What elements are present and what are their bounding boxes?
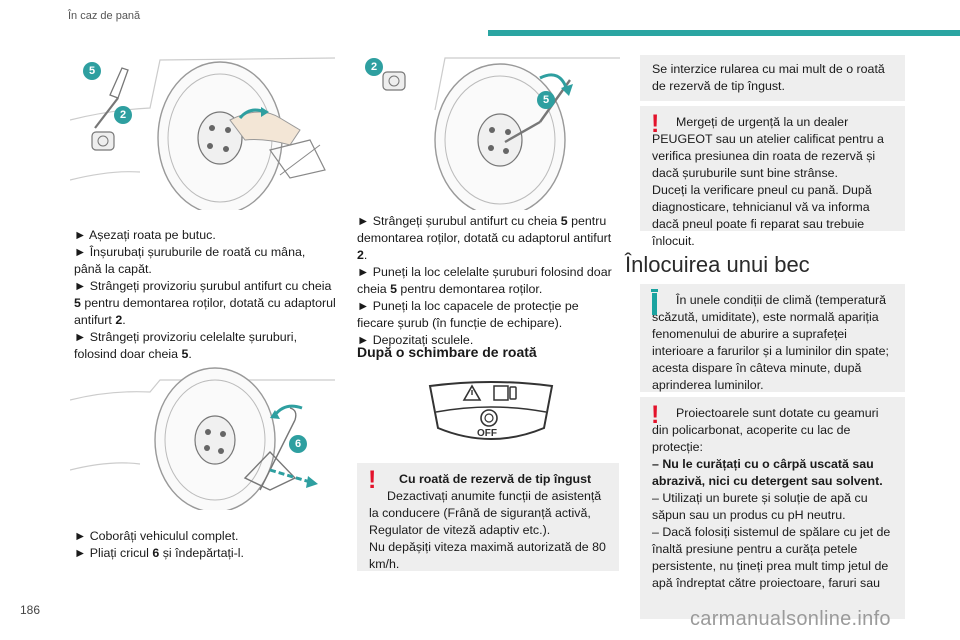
step-text: ► Strângeți provizoriu șurubul antifurt … [74, 279, 336, 327]
info-icon-dot [651, 289, 658, 292]
info-box-condensation: În unele condiții de climă (temperatură … [640, 284, 905, 392]
header-accent-bar [488, 30, 960, 36]
warning-text: Duceți la verificare pneul cu pană. După… [652, 183, 872, 248]
step-text: ► Puneți la loc celelalte șuruburi folos… [357, 265, 612, 296]
info-box-narrow-spare: Se interzice rularea cu mai mult de o ro… [640, 55, 905, 101]
info-text: În unele condiții de climă (temperatură … [652, 293, 889, 392]
callout-badge-6: 6 [289, 435, 307, 453]
warning-box-dealer: Mergeți de urgență la un dealer PEUGEOT … [640, 106, 905, 248]
section-heading: După o schimbare de roată [357, 344, 537, 360]
warning-text: Proiectoarele sunt dotate cu geamuri din… [652, 406, 879, 454]
section-title-bulb: Înlocuirea unui bec [625, 252, 810, 277]
tightening-bolt-illustration [382, 57, 620, 217]
figure-lowering-jack [69, 360, 335, 513]
warning-icon: ! [651, 110, 660, 138]
page-number: 186 [20, 603, 41, 617]
warning-box-spare-wheel: Cu roată de rezervă de tip îngust Dezact… [357, 463, 619, 571]
warning-text: Nu depășiți viteza maximă autorizată de … [369, 540, 606, 571]
wheel-fitting-illustration [69, 57, 336, 215]
warning-icon: ! [368, 466, 377, 494]
step-text: ► Strângeți provizoriu celelalte șurubur… [74, 330, 298, 361]
dashboard-panel-illustration [428, 381, 554, 440]
info-icon [652, 293, 657, 315]
step-text: ► Așezați roata pe butuc. [74, 228, 216, 242]
steps-lowering: ► Coborâți vehiculul complet. ► Pliați c… [74, 528, 336, 562]
warning-title: Cu roată de rezervă de tip îngust [399, 472, 592, 486]
step-text: ► Puneți la loc capacele de protecție pe… [357, 299, 579, 330]
steps-fitting: ► Așezați roata pe butuc. ► Înșurubați ș… [74, 227, 336, 363]
step-text: ► Strângeți șurubul antifurt cu cheia 5 … [357, 214, 612, 262]
warning-text: – Nu le curățați cu o cârpă uscată sau a… [652, 457, 883, 488]
warning-text: – Utilizați un burete și soluție de apă … [652, 491, 868, 522]
lowering-jack-illustration [69, 367, 335, 513]
warning-text: – Dacă folosiți sistemul de spălare cu j… [652, 525, 891, 590]
steps-tightening: ► Strângeți șurubul antifurt cu cheia 5 … [357, 213, 619, 349]
step-text: ► Pliați cricul 6 și îndepărtați-l. [74, 546, 244, 560]
figure-tightening-bolt [355, 50, 620, 217]
step-text: ► Coborâți vehiculul complet. [74, 529, 239, 543]
watermark: carmanualsonline.info [690, 608, 891, 630]
warning-box-polycarbonate: Proiectoarele sunt dotate cu geamuri din… [640, 397, 905, 619]
callout-badge-2: 2 [365, 58, 383, 76]
warning-text: Dezactivați anumite funcții de asistență… [369, 489, 602, 537]
figure-wheel-fitting [69, 50, 336, 215]
info-text: Se interzice rularea cu mai mult de o ro… [652, 62, 885, 93]
step-text: ► Înșurubați șuruburile de roată cu mâna… [74, 245, 306, 276]
warning-text: Mergeți de urgență la un dealer PEUGEOT … [652, 115, 884, 180]
figure-dashboard-panel [426, 378, 556, 450]
warning-icon: ! [651, 401, 660, 429]
callout-badge-5: 5 [537, 91, 555, 109]
callout-badge-5: 5 [83, 62, 101, 80]
callout-badge-2: 2 [114, 106, 132, 124]
off-label: OFF [477, 428, 497, 439]
step-text: ► Depozitați sculele. [357, 333, 474, 347]
running-header: În caz de pană [68, 10, 141, 22]
